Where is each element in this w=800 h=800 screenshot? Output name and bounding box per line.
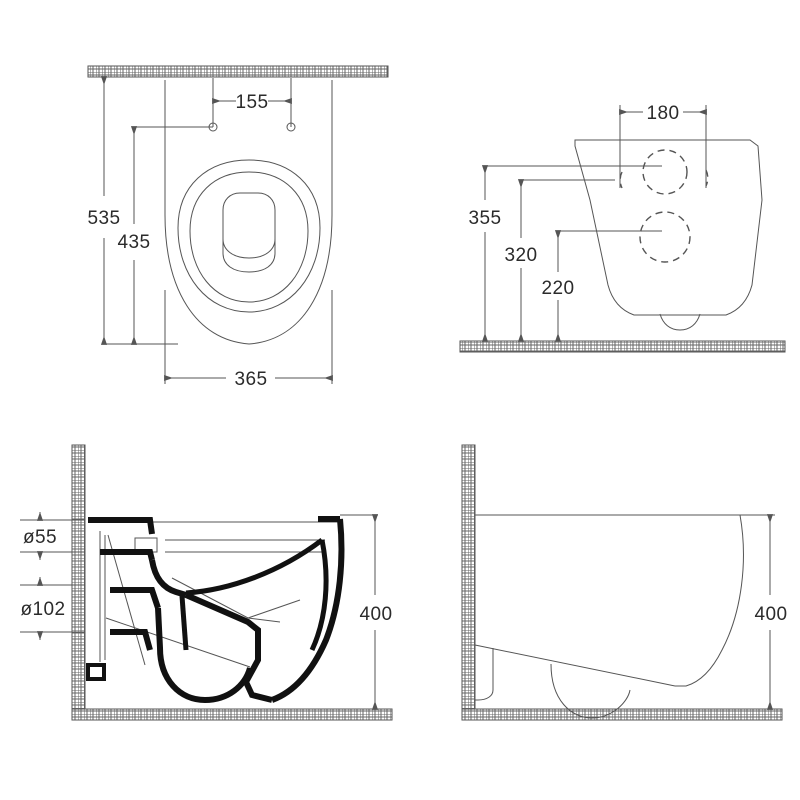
dimension-label-535: 535 [88,208,121,229]
bowl-profile-main [184,592,273,703]
pan-side-outline [475,514,744,687]
rim-opening-lower-curve [222,238,276,273]
pan-body-outline [574,139,763,316]
side-view: 400 [461,444,788,721]
pan-section-profile-top [88,517,155,535]
bowl-inner-rim-line [189,171,309,303]
bracket-detail [86,663,106,681]
underside-curve [550,663,631,719]
hidden-circle-upper [642,149,688,195]
trap-vertical-rib [179,595,189,651]
front-view: 180 355 320 220 [459,103,786,353]
dimension-label-320: 320 [505,245,538,266]
bowl-inner-outline [177,159,321,313]
dimension-320: 320 [505,179,615,342]
pan-section-inner-step [100,549,155,561]
dimension-365: 365 [164,290,333,390]
dimension-435: 435 [118,126,213,345]
dimension-label-o102: ø102 [21,599,66,620]
dimension-label-180: 180 [647,103,680,124]
seat-outer-outline [164,80,333,345]
section-view: ø55 ø102 400 [20,444,393,721]
bowl-outer-profile [270,518,345,703]
dimension-label-365: 365 [235,369,268,390]
floor-hatch [461,708,783,721]
floor-hatch [71,708,393,721]
dimension-355: 355 [469,165,662,342]
hidden-arc-left-upper [619,171,623,189]
outlet-nub [659,313,701,331]
rim-inner-thin [165,539,325,553]
waste-outlet-profile [110,629,153,651]
pan-underside-line [474,644,676,687]
wall-hatch-vertical [461,444,476,721]
wall-hatch [87,65,389,78]
flush-inlet-profile [110,587,161,609]
dimension-label-o55: ø55 [23,527,57,548]
dimension-155: 155 [212,92,292,127]
dimension-o55: ø55 [20,511,85,561]
dimension-400-left: 400 [340,514,393,710]
dimension-label-400-right: 400 [755,604,788,625]
wall-hatch-vertical [71,444,86,721]
trap-profile [149,559,187,598]
dimension-220: 220 [542,230,662,342]
rim-opening-outline [222,192,276,259]
top-view: 155 535 435 365 [87,65,389,390]
dimension-o102: ø102 [20,576,85,641]
bracket-detail [475,648,494,701]
dimension-label-435: 435 [118,232,151,253]
dimension-180: 180 [619,103,707,188]
inner-guide-b [105,617,251,668]
dimension-label-155: 155 [236,92,269,113]
bowl-inner-curve [185,538,324,596]
trap-lower-loop [155,607,253,704]
dimension-label-355: 355 [469,208,502,229]
dimension-400-right: 400 [740,514,788,710]
dimension-label-220: 220 [542,278,575,299]
hidden-circle-lower [639,211,691,263]
floor-hatch [459,340,786,353]
bowl-thin-right [247,599,301,619]
bowl-mid-rib [309,539,329,652]
inner-guide-a [107,534,146,666]
dimension-label-400-left: 400 [360,604,393,625]
dimension-535: 535 [88,76,178,345]
